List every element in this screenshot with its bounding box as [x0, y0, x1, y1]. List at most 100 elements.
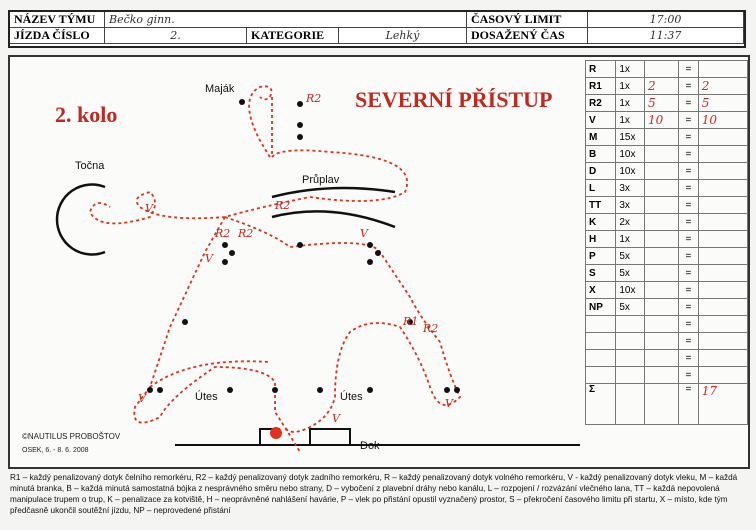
penalty-count: 2 — [643, 77, 680, 95]
penalty-result — [697, 366, 749, 384]
penalty-result — [697, 196, 749, 214]
time-achieved-label: DOSAŽENÝ ČAS — [467, 28, 588, 44]
penalty-mult: 1x — [615, 60, 645, 78]
penalty-result — [697, 332, 749, 350]
penalty-code: L — [584, 179, 617, 197]
penalty-mult — [615, 315, 645, 333]
penalty-code: B — [584, 145, 617, 163]
penalty-count — [643, 196, 680, 214]
penalty-result — [697, 230, 749, 248]
penalty-count: 5 — [643, 94, 680, 112]
equals-sign: = — [678, 128, 699, 146]
penalty-mult — [615, 349, 645, 367]
course-map: SEVERNÍ PŘÍSTUP 2. kolo Maják Točna Průp… — [8, 55, 750, 469]
svg-text:R2: R2 — [305, 92, 321, 105]
penalty-code: X — [584, 281, 617, 299]
equals-sign: = — [678, 77, 699, 95]
equals-sign: = — [678, 281, 699, 299]
penalty-code: M — [584, 128, 617, 146]
place-date: OSEK, 6. - 8. 6. 2008 — [22, 447, 89, 454]
penalty-code: R — [584, 60, 617, 78]
penalty-count — [643, 366, 680, 384]
penalty-mult: 1x — [615, 230, 645, 248]
equals-sign: = — [678, 264, 699, 282]
svg-text:R2: R2 — [274, 199, 290, 212]
penalty-code — [584, 332, 617, 350]
channel-top — [271, 186, 396, 199]
dock-label: Dok — [360, 440, 380, 452]
penalty-code: H — [584, 230, 617, 248]
equals-sign: = — [678, 298, 699, 316]
penalty-count — [643, 128, 680, 146]
equals-sign: = — [678, 179, 699, 197]
svg-text:R2: R2 — [237, 227, 253, 240]
penalty-result — [697, 128, 749, 146]
svg-text:V: V — [205, 252, 214, 265]
time-achieved-value: 11:37 — [588, 28, 744, 44]
equals-sign: = — [678, 349, 699, 367]
penalty-code: D — [584, 162, 617, 180]
penalty-row: = — [584, 315, 749, 333]
equals-sign: = — [678, 332, 699, 350]
round-label: 2. kolo — [55, 102, 117, 127]
penalty-count — [643, 298, 680, 316]
penalty-code — [584, 315, 617, 333]
sum-row: Σ=17 — [584, 383, 749, 425]
penalty-row: = — [584, 366, 749, 384]
penalty-mult: 3x — [615, 196, 645, 214]
course-drawing: SEVERNÍ PŘÍSTUP 2. kolo Maják Točna Průp… — [55, 83, 580, 453]
penalty-mult — [615, 332, 645, 350]
equals-sign: = — [678, 196, 699, 214]
penalty-result — [697, 281, 749, 299]
penalty-code — [584, 366, 617, 384]
penalty-code: R2 — [584, 94, 617, 112]
penalty-result — [697, 145, 749, 163]
penalty-mult: 15x — [615, 128, 645, 146]
penalty-row: = — [584, 332, 749, 350]
equals-sign: = — [678, 247, 699, 265]
equals-sign: = — [678, 111, 699, 129]
penalty-count — [643, 281, 680, 299]
penalty-code: P — [584, 247, 617, 265]
channel-label: Průplav — [302, 174, 340, 186]
penalty-result — [697, 315, 749, 333]
penalty-marks: R2 R2 R2 R2 V V V V V R1 R2 V — [138, 92, 454, 425]
penalty-result: 10 — [697, 111, 749, 129]
category-value: Lehký — [339, 28, 467, 44]
ride-label: JÍZDA ČÍSLO — [10, 28, 105, 44]
penalty-code: K — [584, 213, 617, 231]
penalty-mult: 3x — [615, 179, 645, 197]
penalty-code: TT — [584, 196, 617, 214]
buoys — [147, 99, 460, 393]
penalty-mult: 2x — [615, 213, 645, 231]
penalty-mult: 10x — [615, 145, 645, 163]
penalty-result — [697, 213, 749, 231]
ride-value: 2. — [105, 28, 247, 44]
penalty-result — [697, 60, 749, 78]
svg-text:R2: R2 — [214, 227, 230, 240]
penalty-count — [643, 60, 680, 78]
penalty-count — [643, 349, 680, 367]
time-limit-label: ČASOVÝ LIMIT — [467, 12, 588, 28]
svg-text:R2: R2 — [422, 322, 438, 335]
penalty-mult: 10x — [615, 281, 645, 299]
penalty-code — [584, 349, 617, 367]
penalty-count — [643, 145, 680, 163]
penalty-count — [643, 213, 680, 231]
equals-sign: = — [678, 94, 699, 112]
penalty-count — [643, 332, 680, 350]
penalty-result — [697, 264, 749, 282]
sum-value: 17 — [697, 383, 749, 425]
penalty-result — [697, 298, 749, 316]
svg-text:V: V — [332, 412, 341, 425]
turntable-label: Točna — [75, 160, 105, 172]
